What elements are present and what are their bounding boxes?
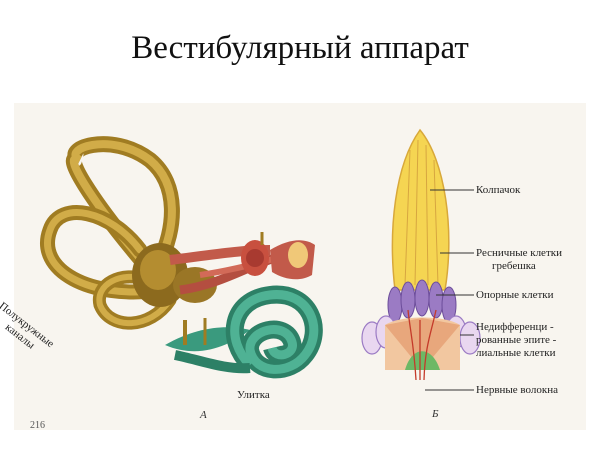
- cochlea: [165, 285, 323, 379]
- vestibular-nerve: [169, 232, 315, 295]
- supporting-cells-label: Опорные клетки: [476, 289, 554, 301]
- cupula-label: Колпачок: [476, 184, 521, 196]
- figure-a-letter: А: [200, 409, 207, 421]
- slide-title: Вестибулярный аппарат: [131, 30, 469, 66]
- hair-cells-label-2: гребешка: [492, 260, 536, 272]
- page-number: 216: [30, 420, 45, 431]
- crista-diagram: [361, 128, 481, 381]
- cochlea-label: Улитка: [237, 389, 270, 401]
- nerve-fibers-label: Нервные волокна: [476, 384, 559, 396]
- hair-cells-label: Ресничные клетки: [476, 247, 562, 259]
- undiff-epithelium-label-3: лиальные клетки: [476, 347, 556, 359]
- figure-b-letter: Б: [432, 408, 439, 420]
- undiff-epithelium-label-1: Недифференци -: [476, 321, 554, 333]
- undiff-epithelium-label-2: рованные эпите -: [476, 334, 557, 346]
- semicircular-canals: [40, 136, 217, 330]
- label-leaders: [425, 189, 474, 391]
